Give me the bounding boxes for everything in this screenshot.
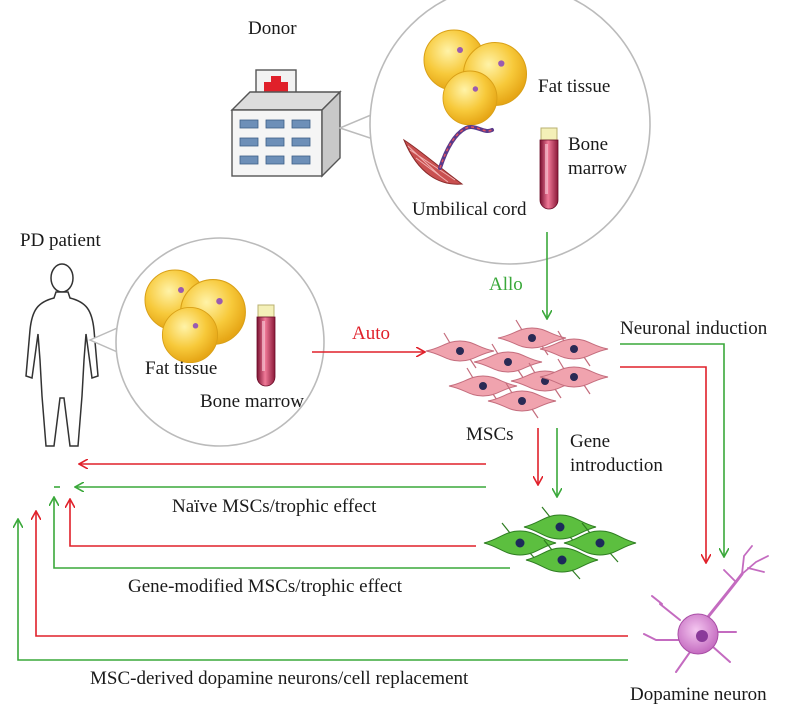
naive-mscs-label: Naïve MSCs/trophic effect [172,496,377,517]
gene-modified-return-arrow-allo [54,498,510,569]
donor-fat-tissue-label: Fat tissue [538,76,610,97]
patient-fat-tissue-label: Fat tissue [145,358,217,379]
donor-sources-callout [337,0,651,265]
test-tube-icon [539,127,559,210]
umbilical-cord-label: Umbilical cord [412,199,527,220]
donor-label: Donor [248,18,297,39]
msc-cluster [425,319,609,419]
allo-label: Allo [489,274,523,295]
bone-marrow-label-line1: Bone [568,134,608,155]
neuron-icon [643,545,769,673]
gene-modified-mscs-label: Gene-modified MSCs/trophic effect [128,576,403,597]
bone-marrow-label-line2: marrow [568,158,627,179]
cell-replacement-label: MSC-derived dopamine neurons/cell replac… [90,668,469,689]
patient-bone-marrow-label: Bone marrow [200,391,304,412]
neuronal-induction-label: Neuronal induction [620,318,768,339]
umbilical-cord-icon [402,125,494,185]
hospital-icon [230,69,342,178]
mscs-label: MSCs [466,424,514,445]
gene-introduction-label-line1: Gene [570,431,610,452]
dopamine-neuron-label: Dopamine neuron [630,684,767,705]
neuron-nucleus [696,630,708,642]
gene-modified-return-arrow-auto [70,500,476,547]
replacement-return-arrow-auto [36,512,628,637]
replacement-return-arrow-allo [18,520,628,661]
gene-introduction-label-line2: introduction [570,455,663,476]
neuronal-induction-arrow-allo [620,343,724,556]
test-tube-icon [256,304,276,387]
pd-patient-label: PD patient [20,230,101,251]
auto-label: Auto [352,323,390,344]
neuronal-induction-arrow-auto [620,366,706,562]
human-figure-icon [25,263,99,447]
